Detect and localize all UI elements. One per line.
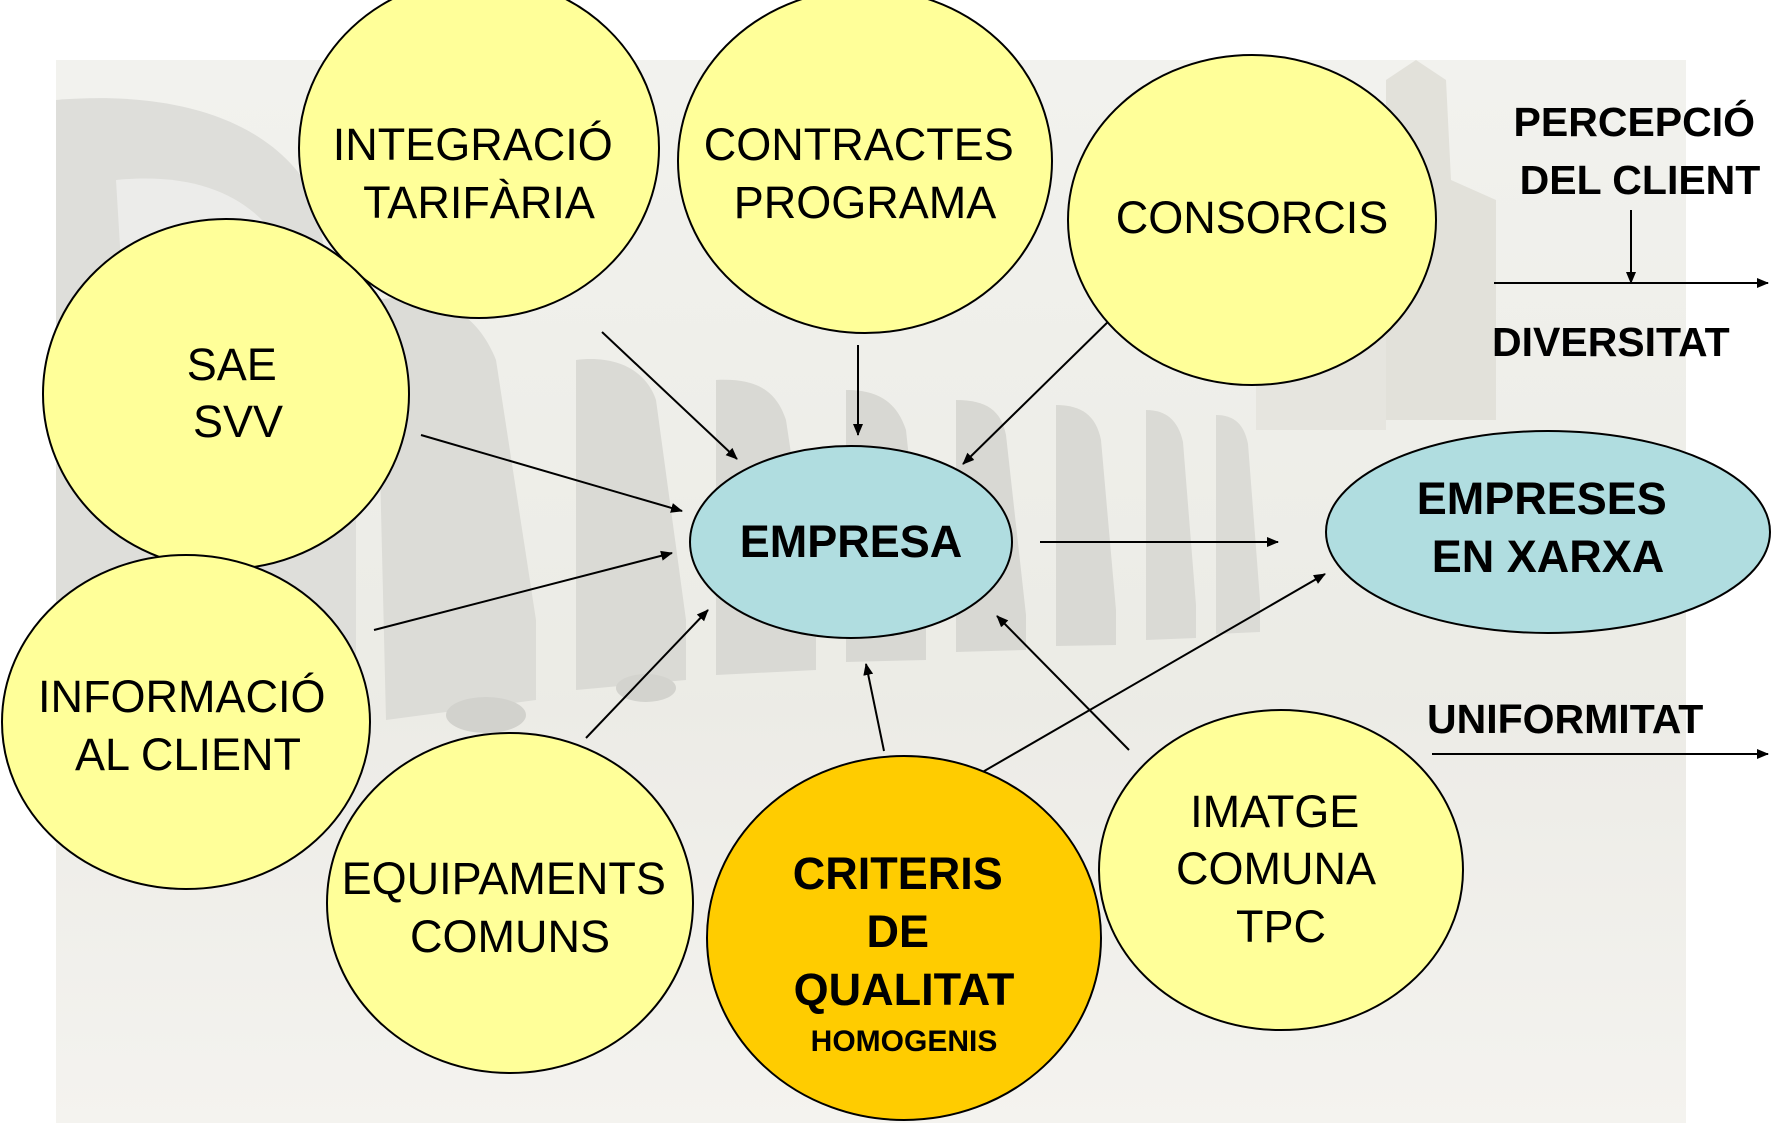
node-consorcis: CONSORCIS: [1067, 54, 1437, 386]
bubble-criteris: [706, 755, 1102, 1121]
bubble-contractes: [677, 0, 1053, 334]
bubble-equipaments: [326, 732, 694, 1074]
bubble-informacio: [1, 554, 371, 890]
node-equipaments-comuns: EQUIPAMENTS COMUNS: [326, 732, 694, 1074]
node-sae-svv: SAE SVV: [42, 218, 410, 570]
node-label-line: CONSORCIS: [1116, 192, 1389, 243]
node-label-line: SAE: [187, 339, 277, 390]
arrow-criteris-to-empresa: [863, 663, 885, 752]
node-contractes-programa: CONTRACTES PROGRAMA: [677, 0, 1053, 334]
svg-text:CRITERIS DE QU: CRITERIS DE QUALITAT: [793, 848, 1016, 1015]
svg-text:PERCEPCIÓ DEL CLIENT: PERCEPCIÓ DEL CLIENT: [1514, 99, 1767, 203]
node-label-line: EQUIPAMENTS: [342, 853, 666, 904]
svg-text:INTEGRACIÓ TARIFÀRIA: INTEGRACIÓ TARIFÀRIA: [333, 119, 626, 228]
svg-text:CONSORCIS: CONSORCIS: [1116, 192, 1389, 243]
svg-text:EMPRESES EN XARXA: EMPRESES EN XARXA: [1417, 473, 1680, 582]
bubble-integracio: [298, 0, 660, 319]
svg-text:INFORMACIÓ AL CLIENT: INFORMACIÓ AL CLIENT: [38, 671, 338, 780]
node-criteris-de-qualitat: CRITERIS DE QUALITAT HOMOGENIS: [706, 755, 1102, 1121]
percepcio-del-client-label: PERCEPCIÓ DEL CLIENT: [1514, 99, 1767, 203]
node-label-line: TPC: [1236, 901, 1326, 952]
diversitat-label: DIVERSITAT: [1492, 319, 1730, 365]
arrow-informacio-to-empresa: [373, 550, 673, 631]
node-label-line: AL CLIENT: [75, 729, 301, 780]
svg-text:CONTRACTES PROGRAMA: CONTRACTES PROGRAMA: [704, 119, 1027, 228]
node-empreses-en-xarxa: EMPRESES EN XARXA: [1325, 430, 1771, 634]
node-label-line: COMUNS: [410, 911, 610, 962]
svg-text:HOMOGENIS: HOMOGENIS: [811, 1025, 998, 1058]
node-label-line: INTEGRACIÓ: [333, 119, 613, 170]
arrow-equipaments-to-empresa: [585, 609, 709, 739]
node-label-line: QUALITAT: [794, 964, 1015, 1015]
arrow-layer: [373, 210, 1769, 782]
svg-text:EQUIPAMENTS COMUNS: EQUIPAMENTS COMUNS: [342, 853, 679, 962]
svg-text:SAE SVV: SAE SVV: [187, 339, 290, 447]
node-label-line: EN XARXA: [1432, 531, 1665, 582]
node-informacio-al-client: INFORMACIÓ AL CLIENT: [1, 554, 371, 890]
bubble-imatge: [1098, 709, 1464, 1031]
node-integracio-tarifaria: INTEGRACIÓ TARIFÀRIA: [298, 0, 660, 319]
node-label-line: CRITERIS: [793, 848, 1003, 899]
node-imatge-comuna-tpc: IMATGE COMUNA TPC: [1098, 709, 1464, 1031]
uniformitat-label: UNIFORMITAT: [1427, 696, 1703, 742]
node-label-line: COMUNA: [1176, 843, 1376, 894]
arrow-criteris-empreses-xarxa-bidirectional: [966, 573, 1326, 782]
bubble-empresa: [689, 445, 1013, 639]
node-label-line: IMATGE: [1190, 786, 1359, 837]
bubble-consorcis: [1067, 54, 1437, 386]
node-label-line: HOMOGENIS: [811, 1025, 998, 1058]
bubble-sae: [42, 218, 410, 570]
side-label-line: PERCEPCIÓ: [1514, 99, 1756, 145]
node-empresa: EMPRESA: [689, 445, 1013, 639]
svg-text:IMATGE COMUNA: IMATGE COMUNA TPC: [1176, 786, 1386, 952]
node-label-line: SVV: [193, 396, 283, 447]
node-label-line: INFORMACIÓ: [38, 671, 326, 722]
bubble-empreses-xarxa: [1325, 430, 1771, 634]
node-label-line: PROGRAMA: [734, 177, 997, 228]
node-label-line: EMPRESES: [1417, 473, 1667, 524]
node-label-line: DE: [866, 906, 929, 957]
arrow-integracio-to-empresa: [601, 331, 738, 460]
node-label-line: TARIFÀRIA: [363, 177, 595, 228]
arrow-imatge-to-empresa: [996, 615, 1130, 751]
side-label-line: DEL CLIENT: [1520, 157, 1761, 203]
node-label-line: CONTRACTES: [704, 119, 1014, 170]
node-label-line: EMPRESA: [740, 516, 963, 567]
svg-text:EMPRESA: EMPRESA: [740, 516, 963, 567]
arrow-sae-to-empresa: [420, 434, 683, 513]
arrow-consorcis-to-empresa: [962, 313, 1117, 465]
